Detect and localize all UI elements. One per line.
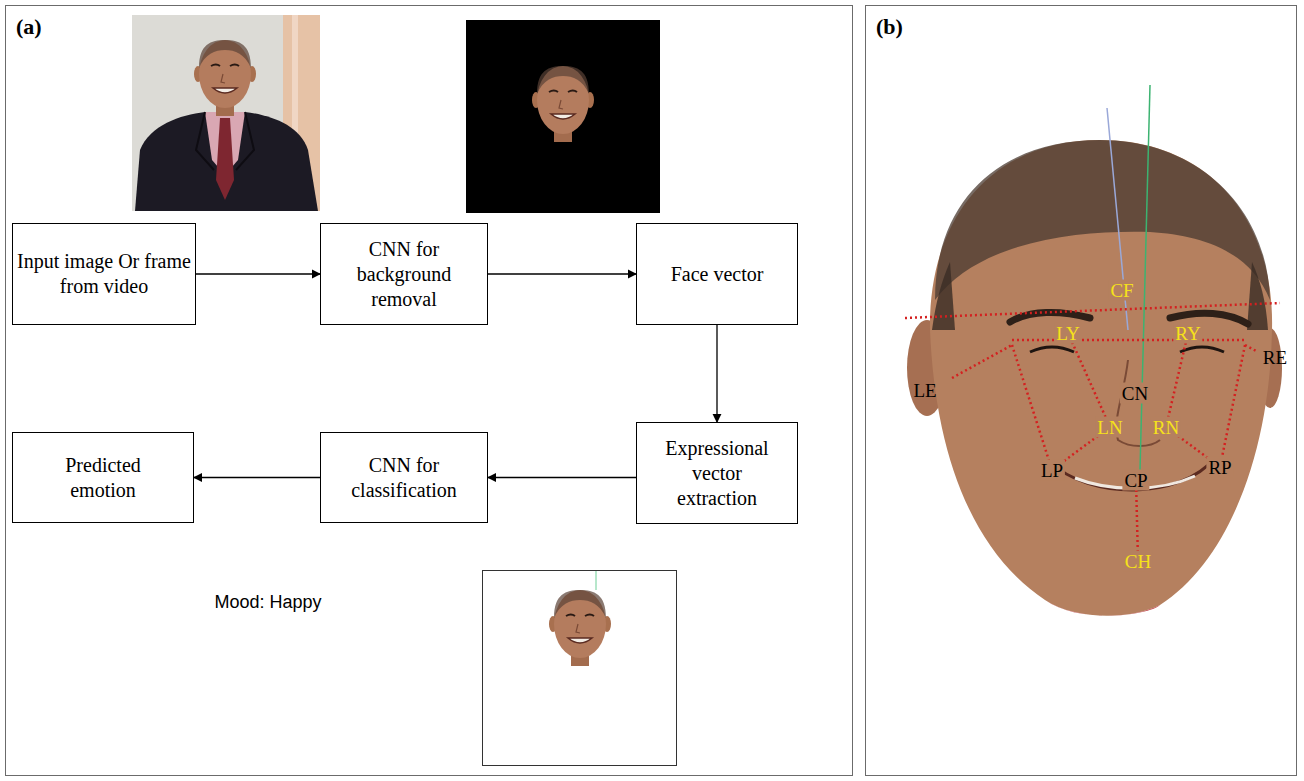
classified-face-photo-part: [596, 571, 597, 590]
box-label: CNN for classification: [334, 453, 474, 503]
portrait-photo-part: [132, 15, 320, 211]
flow-arrow: [488, 273, 636, 274]
classified-face-photo: [483, 571, 677, 766]
face-landmark-figure-part: [1045, 600, 1160, 616]
face-landmark-figure-part: [1247, 262, 1268, 330]
landmark-label: RN: [1151, 417, 1181, 438]
flow-arrow: [194, 477, 320, 478]
face-landmark-figure-part: [1140, 85, 1150, 470]
face-landmark-figure-part-part: [1068, 333, 1110, 427]
classified-face-photo-part: [549, 590, 611, 666]
face-landmark-figure-part: [1180, 347, 1224, 352]
flow-arrow: [716, 325, 717, 422]
face-landmark-figure-part-part: [1245, 345, 1258, 352]
landmark-label: RP: [1206, 457, 1233, 478]
portrait-photo-part: [216, 118, 234, 200]
portrait-photo: [132, 15, 320, 211]
landmark-label: RE: [1261, 347, 1289, 368]
face-landmark-figure-part-part: [1166, 333, 1188, 427]
flow-arrow: [488, 477, 636, 478]
portrait-photo-part: [135, 112, 318, 211]
face-landmark-figure: [905, 85, 1282, 616]
process-box: CNN for classification: [320, 432, 488, 523]
box-label: CNN for background removal: [334, 237, 474, 312]
portrait-photo-part: [196, 112, 254, 170]
face-landmark-figure-part-part: [1220, 345, 1245, 467]
landmark-label: LN: [1095, 417, 1124, 438]
box-label: Expressional vector extraction: [652, 436, 782, 511]
panel-label: (b): [876, 14, 903, 40]
process-box: CNN for background removal: [320, 223, 488, 325]
panel-label: (a): [16, 14, 42, 40]
landmark-label: LE: [911, 380, 938, 401]
box-label: Face vector: [671, 262, 764, 287]
face-landmark-figure-part: [930, 140, 1272, 616]
landmark-label: CN: [1120, 383, 1150, 404]
landmark-label: LY: [1054, 323, 1081, 344]
face-landmark-figure-part-part: [905, 303, 1280, 318]
result-label: Mood: Happy: [212, 592, 323, 612]
background-removed-photo-part: [532, 66, 594, 142]
landmark-label: CH: [1123, 551, 1153, 572]
face-landmark-figure-part-part: [1136, 480, 1138, 561]
panel-frame: (a)Input image Or frame from videoCNN fo…: [5, 5, 853, 776]
classified-face-photo-part: [483, 571, 677, 766]
process-box: Expressional vector extraction: [636, 422, 798, 524]
face-landmark-figure-part: [1050, 458, 1215, 490]
face-landmark-figure-part: [1030, 347, 1074, 352]
landmark-label: RY: [1173, 323, 1202, 344]
landmark-label: LP: [1039, 460, 1065, 481]
portrait-photo-part: [194, 40, 256, 116]
background-removed-photo: [466, 20, 660, 213]
box-label: Predicted emotion: [48, 453, 158, 503]
face-landmark-figure-part: [905, 303, 1280, 561]
box-label: Input image Or frame from video: [17, 249, 191, 299]
face-landmark-figure-part-part: [1012, 339, 1245, 342]
face-landmark-figure-part: [935, 140, 1270, 300]
landmark-label: CP: [1122, 470, 1149, 491]
background-removed-photo-part: [466, 20, 660, 213]
face-landmark-figure-part-part: [952, 345, 1012, 378]
process-box: Predicted emotion: [12, 432, 194, 523]
process-box: Face vector: [636, 223, 798, 325]
face-landmark-figure-part: [1010, 312, 1090, 322]
process-box: Input image Or frame from video: [12, 223, 196, 325]
face-landmark-figure-part: [932, 262, 955, 330]
flow-arrow: [196, 273, 320, 274]
face-landmark-figure-part-part: [1012, 345, 1052, 470]
landmark-label: CF: [1108, 280, 1135, 301]
